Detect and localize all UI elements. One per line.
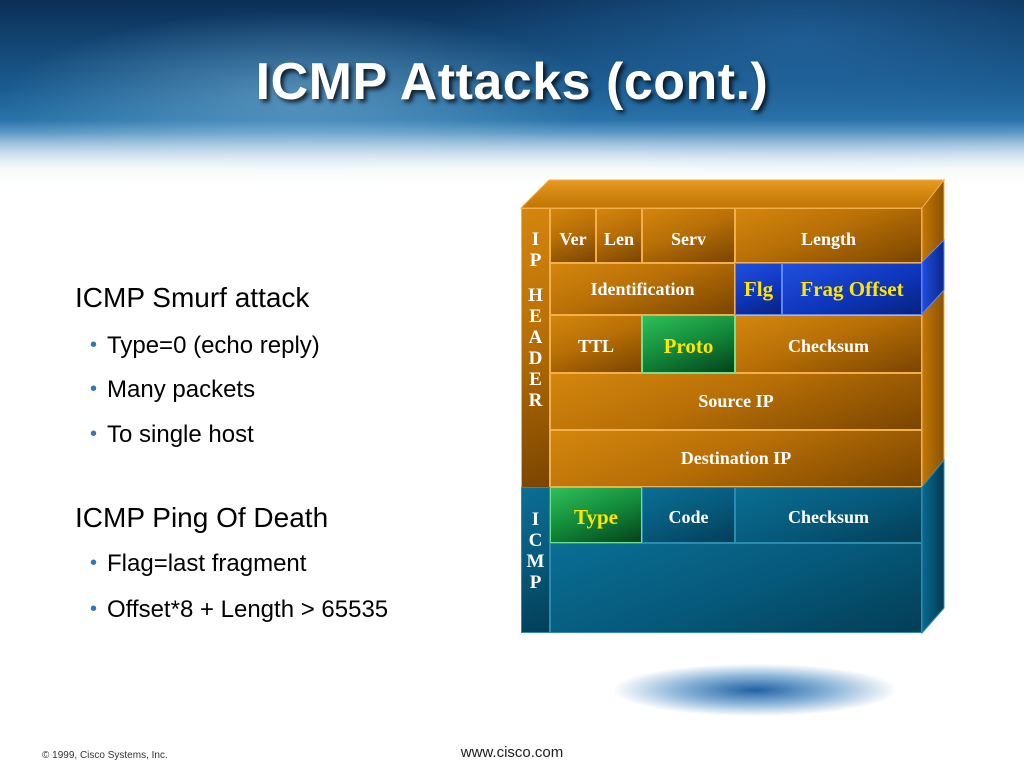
- icmp-data-area: [550, 543, 922, 633]
- field-icmp-checksum: Checksum: [735, 487, 922, 543]
- box-side-ip: [921, 178, 945, 489]
- banner-fade: [0, 120, 1024, 190]
- ip-header-column: [521, 208, 550, 488]
- field-identification: Identification: [550, 263, 735, 315]
- bullet-icon: •: [90, 598, 98, 620]
- section-heading-smurf: ICMP Smurf attack: [75, 282, 310, 313]
- field-source-ip: Source IP: [550, 373, 922, 430]
- bullet-item: •Type=0 (echo reply): [90, 332, 320, 359]
- field-ip-checksum: Checksum: [735, 315, 922, 373]
- icmp-column: [521, 487, 550, 633]
- box-top-face: [519, 179, 946, 209]
- field-proto: Proto: [642, 315, 735, 373]
- bullet-icon: •: [90, 334, 98, 356]
- ip-header-label: I P H E A D E R: [528, 229, 543, 411]
- bullet-item: •Offset*8 + Length > 65535: [90, 596, 389, 623]
- footer-url: www.cisco.com: [460, 744, 564, 761]
- field-type: Type: [550, 487, 642, 543]
- field-ttl: TTL: [550, 315, 642, 373]
- field-ver: Ver: [550, 208, 596, 263]
- field-destination-ip: Destination IP: [550, 430, 922, 487]
- field-code: Code: [642, 487, 735, 543]
- diagram-shadow: [565, 655, 945, 725]
- bullet-icon: •: [90, 423, 98, 445]
- bullet-item: •To single host: [90, 421, 254, 448]
- box-side-icmp: [921, 458, 945, 635]
- icmp-label: I C M P: [526, 509, 545, 593]
- box-side-flag: [921, 238, 945, 316]
- bullet-item: •Flag=last fragment: [90, 550, 307, 577]
- slide-title: ICMP Attacks (cont.): [255, 53, 769, 111]
- section-heading-ping-of-death: ICMP Ping Of Death: [75, 502, 329, 533]
- field-flg: Flg: [735, 263, 782, 315]
- field-length: Length: [735, 208, 922, 263]
- bullet-icon: •: [90, 378, 98, 400]
- bullet-icon: •: [90, 552, 98, 574]
- field-serv: Serv: [642, 208, 735, 263]
- copyright-text: © 1999, Cisco Systems, Inc.: [42, 750, 168, 761]
- bullet-item: •Many packets: [90, 376, 256, 403]
- field-frag-offset: Frag Offset: [782, 263, 922, 315]
- field-len: Len: [596, 208, 642, 263]
